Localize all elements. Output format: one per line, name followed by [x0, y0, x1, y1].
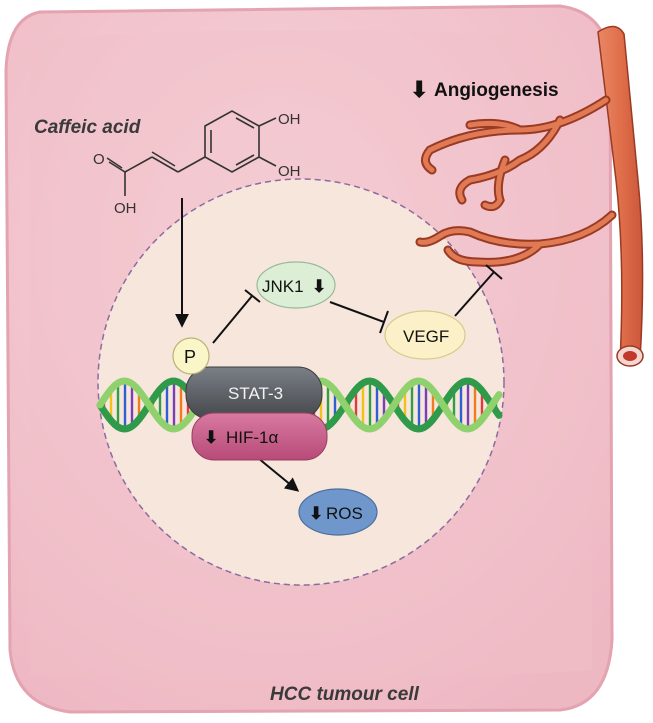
phospho-node — [172, 337, 210, 375]
molecule-oh-acid: OH — [114, 200, 137, 217]
down-arrow-icon: ⬇ — [410, 77, 428, 102]
cell-label: HCC tumour cell — [270, 684, 420, 705]
hif-node — [191, 412, 328, 461]
ros-node — [298, 488, 378, 536]
hif-down-arrow-icon: ⬇ — [204, 428, 218, 447]
stat3-label: STAT-3 — [228, 384, 283, 403]
ros-down-arrow-icon: ⬇ — [309, 504, 323, 523]
vegf-inhibits-vessel — [454, 264, 503, 317]
molecule-o-carbonyl: O — [93, 151, 105, 168]
compound-label: Caffeic acid — [34, 117, 141, 138]
p-inhibits-jnk1 — [212, 289, 261, 344]
molecule-oh-mid: OH — [278, 163, 301, 180]
hif-to-ros-arrow — [257, 457, 300, 492]
vegf-node — [384, 310, 466, 360]
hif-label: HIF-1α — [226, 428, 279, 447]
jnk1-inhibits-vegf — [329, 301, 389, 334]
jnk1-label: JNK1 — [262, 277, 304, 296]
phospho-label: P — [184, 347, 196, 367]
angiogenesis-label: Angiogenesis — [434, 80, 559, 101]
jnk1-down-arrow-icon: ⬇ — [312, 277, 326, 296]
jnk1-node — [256, 261, 336, 309]
caffeic-acid-structure — [106, 110, 277, 196]
blood-vessel-icon — [415, 25, 644, 367]
ros-label: ROS — [326, 504, 363, 523]
vegf-label: VEGF — [403, 327, 449, 346]
molecule-oh-top: OH — [278, 111, 301, 128]
